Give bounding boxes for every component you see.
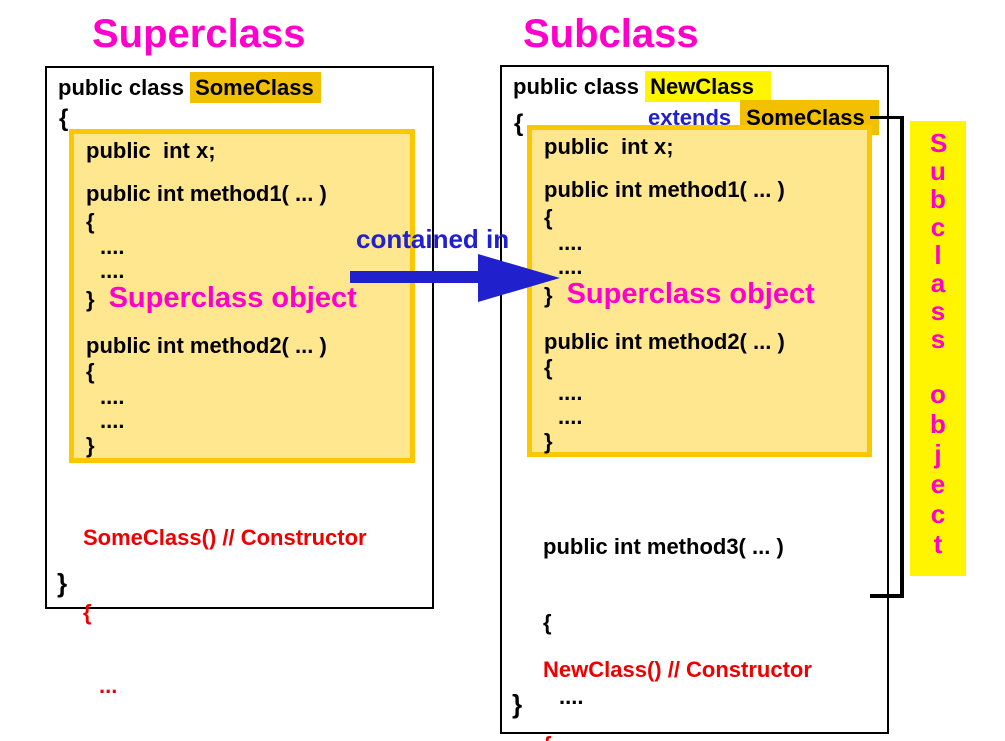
code-line-method1: public int method1( ... )	[86, 181, 327, 206]
superclass-title: Superclass	[92, 12, 306, 56]
code-line-brace: {	[86, 209, 95, 234]
code-line-brace: {	[543, 610, 552, 635]
subclass-name-highlight: NewClass	[645, 71, 772, 102]
code-line-dots: ....	[100, 234, 125, 259]
code-line-method3: public int method3( ... )	[543, 534, 784, 559]
constructor-brace: {	[83, 600, 92, 625]
contained-in-label: contained in	[356, 224, 510, 254]
class-keyword: public class	[58, 75, 191, 100]
code-line-brace: {	[544, 355, 553, 380]
code-line-dots: ....	[558, 404, 583, 429]
inherited-superclass-object-region: public int x; public int method1( ... ) …	[527, 125, 872, 457]
subclass-title: Subclass	[523, 12, 699, 56]
code-line-brace: }	[86, 433, 95, 458]
constructor-signature: NewClass() // Constructor	[543, 657, 812, 682]
superclass-name-highlight: SomeClass	[190, 72, 321, 103]
open-brace: {	[59, 105, 69, 132]
close-brace: }	[512, 689, 523, 719]
code-line-dots: ....	[558, 254, 583, 279]
subclass-object-vertical-word: Subclass	[930, 128, 948, 354]
code-line-dots: ....	[558, 230, 583, 255]
code-line-brace: }	[86, 287, 95, 312]
close-brace: }	[57, 568, 68, 598]
code-line-field: public int x;	[86, 138, 216, 163]
superclass-object-region: public int x; public int method1( ... ) …	[69, 129, 415, 463]
code-line-dots: ....	[559, 684, 584, 709]
constructor-dots: ...	[99, 673, 118, 698]
code-line-dots: ....	[100, 384, 125, 409]
superclass-declaration: public class SomeClass	[58, 72, 321, 103]
subclass-declaration: public class NewClass	[513, 71, 772, 102]
code-line-method2: public int method2( ... )	[544, 329, 785, 354]
code-line-field: public int x;	[544, 134, 674, 159]
subclass-extent-bracket	[870, 116, 904, 598]
constructor-brace: {	[543, 734, 812, 741]
code-line-method2: public int method2( ... )	[86, 333, 327, 358]
subclass-object-vertical-word: object	[930, 379, 946, 559]
code-line-brace: {	[86, 359, 95, 384]
code-line-dots: ....	[100, 408, 125, 433]
open-brace: {	[514, 110, 524, 137]
code-line-method1: public int method1( ... )	[544, 177, 785, 202]
superclass-object-label: Superclass object	[566, 278, 815, 310]
code-line-dots: ....	[558, 380, 583, 405]
subclass-constructor: NewClass() // Constructor { ... }	[543, 606, 812, 741]
superclass-object-label: Superclass object	[108, 282, 357, 314]
class-keyword: public class	[513, 74, 646, 99]
code-line-brace: {	[544, 205, 553, 230]
constructor-signature: SomeClass() // Constructor	[83, 525, 367, 550]
code-line-dots: ....	[100, 258, 125, 283]
superclass-constructor: SomeClass() // Constructor { ... }	[83, 474, 367, 741]
code-line-brace: }	[544, 429, 553, 454]
subclass-method3-block: public int method3( ... ) { .... }	[543, 483, 784, 741]
object-label-row: } Superclass object	[544, 279, 867, 311]
object-label-row: } Superclass object	[86, 283, 410, 315]
contained-in-arrow-icon	[350, 254, 560, 302]
superclass-box: public class SomeClass { public int x; p…	[45, 66, 434, 697]
code-line-brace: }	[544, 283, 553, 308]
subclass-object-strip: Subclass object	[910, 121, 966, 576]
